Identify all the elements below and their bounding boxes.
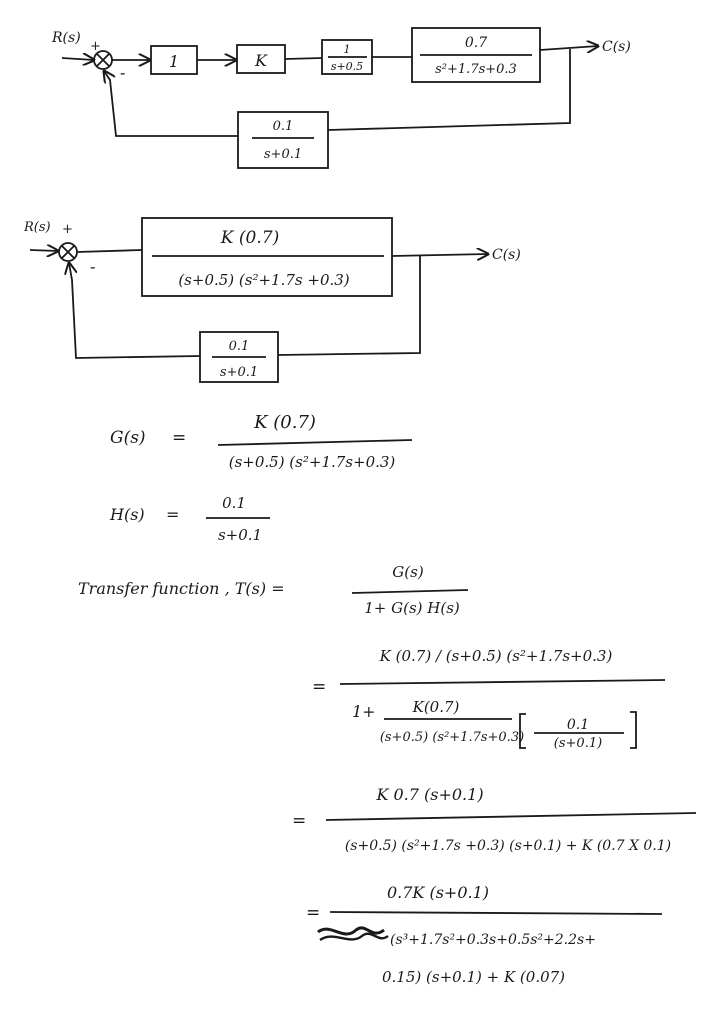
d2-forward-num: K (0.7) bbox=[220, 228, 279, 248]
d1-block-actuator-num: 1 bbox=[344, 43, 351, 56]
d1-feedback-num: 0.1 bbox=[273, 119, 294, 134]
h-equals: = bbox=[166, 505, 179, 524]
d1-block-k-label: K bbox=[254, 51, 268, 70]
d1-feedback-path-return bbox=[104, 71, 238, 137]
g-fraction-bar bbox=[217, 439, 413, 446]
d2-minus-sign: - bbox=[90, 257, 95, 276]
d2-input-arrow bbox=[29, 250, 58, 251]
scribbled-out-term bbox=[317, 926, 389, 942]
step1-main-fraction-bar bbox=[339, 679, 666, 685]
d1-block-plant-num: 0.7 bbox=[465, 35, 487, 51]
d1-plus-sign: + bbox=[90, 39, 101, 54]
g-denominator: (s+0.5) (s²+1.7s+0.3) bbox=[229, 453, 396, 471]
d2-wire-1 bbox=[76, 249, 143, 253]
h-denominator: s+0.1 bbox=[218, 526, 262, 544]
d1-feedback-path-top bbox=[327, 49, 571, 131]
d1-output-label: C(s) bbox=[602, 39, 631, 55]
d1-output-arrow bbox=[539, 46, 598, 50]
step3-denominator-line2: 0.15) (s+0.1) + K (0.07) bbox=[382, 968, 565, 986]
h-numerator: 0.1 bbox=[222, 494, 246, 512]
step3-numerator: 0.7K (s+0.1) bbox=[387, 883, 489, 902]
step1-den-denominator: (s+0.5) (s²+1.7s+0.3) bbox=[380, 730, 524, 745]
d1-block-plant bbox=[411, 27, 541, 83]
block-diagram-reduced: R(s) + - K (0.7) (s+0.5) (s²+1.7s +0.3) … bbox=[23, 217, 521, 383]
d1-feedback-den: s+0.1 bbox=[264, 147, 302, 162]
d2-output-label: C(s) bbox=[492, 247, 521, 263]
d2-plus-sign: + bbox=[62, 222, 73, 237]
d2-forward-block bbox=[141, 217, 393, 297]
d1-block-plant-den: s²+1.7s+0.3 bbox=[435, 62, 517, 77]
tf-denominator: 1+ G(s) H(s) bbox=[364, 599, 460, 617]
d2-summing-junction bbox=[58, 242, 78, 262]
d2-feedback-den: s+0.1 bbox=[220, 365, 258, 380]
step1-den-lead: 1+ bbox=[352, 702, 376, 721]
transfer-function-derivation: Transfer function , T(s) = G(s) 1+ G(s) … bbox=[78, 563, 697, 986]
step1-left-bracket bbox=[519, 713, 526, 749]
step2-denominator: (s+0.5) (s²+1.7s +0.3) (s+0.1) + K (0.7 … bbox=[345, 838, 671, 854]
d2-input-label: R(s) bbox=[23, 220, 51, 235]
g-label: G(s) bbox=[110, 428, 146, 448]
step3-denominator-line1: (s³+1.7s²+0.3s+0.5s²+2.2s+ bbox=[390, 932, 596, 948]
step1-right-bracket bbox=[630, 711, 637, 749]
open-loop-definitions: G(s) = K (0.7) (s+0.5) (s²+1.7s+0.3) H(s… bbox=[109, 412, 413, 544]
d2-feedback-num: 0.1 bbox=[229, 339, 250, 354]
step3-equals: = bbox=[306, 903, 320, 923]
step1-den-numerator: K(0.7) bbox=[412, 698, 460, 716]
d2-feedback-block bbox=[199, 331, 279, 383]
tf-fraction-bar bbox=[351, 589, 469, 594]
d1-block-actuator-den: s+0.5 bbox=[331, 60, 363, 73]
step1-numerator: K (0.7) / (s+0.5) (s²+1.7s+0.3) bbox=[379, 647, 613, 665]
d2-feedback-path-top bbox=[277, 255, 421, 356]
step1-bracket-denominator: (s+0.1) bbox=[554, 736, 602, 751]
d1-input-label: R(s) bbox=[51, 30, 81, 46]
step2-fraction-bar bbox=[325, 812, 697, 821]
h-label: H(s) bbox=[109, 505, 145, 524]
d1-block-gain-1-label: 1 bbox=[169, 52, 179, 71]
step2-equals: = bbox=[292, 811, 306, 831]
d2-output-arrow bbox=[391, 254, 488, 256]
d1-feedback-block bbox=[237, 111, 329, 169]
step1-equals: = bbox=[312, 677, 326, 697]
tf-label: Transfer function , T(s) = bbox=[78, 579, 285, 598]
d1-input-arrow bbox=[61, 58, 94, 60]
g-numerator: K (0.7) bbox=[253, 412, 316, 433]
tf-numerator: G(s) bbox=[392, 563, 424, 581]
d2-feedback-path-return bbox=[69, 263, 201, 359]
d1-wire-3 bbox=[284, 57, 323, 60]
block-diagram-original: R(s) + - 1 K 1 s+0.5 0.7 s²+1.7s+0.3 C(s… bbox=[51, 27, 631, 169]
g-equals: = bbox=[172, 428, 186, 448]
d1-minus-sign: - bbox=[120, 63, 125, 82]
d2-forward-den: (s+0.5) (s²+1.7s +0.3) bbox=[178, 271, 349, 289]
step2-numerator: K 0.7 (s+0.1) bbox=[375, 785, 483, 804]
step3-fraction-bar bbox=[329, 911, 663, 915]
step1-bracket-numerator: 0.1 bbox=[567, 717, 589, 733]
